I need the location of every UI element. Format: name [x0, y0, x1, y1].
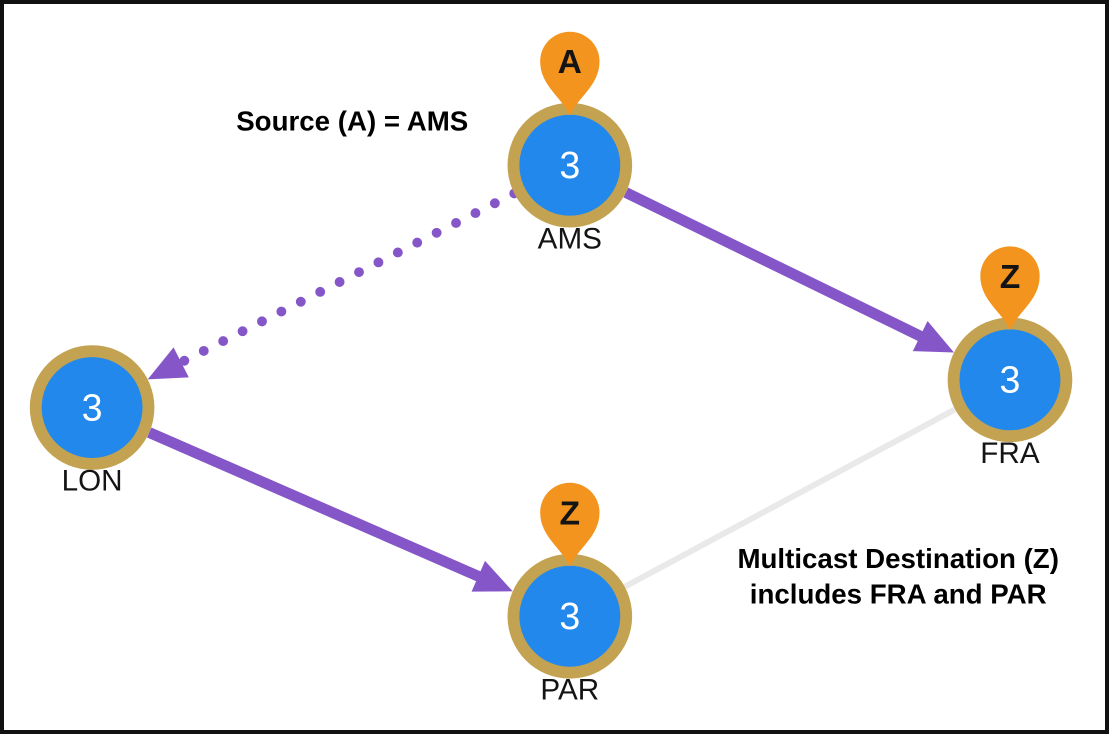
edge-LON-PAR — [147, 427, 513, 592]
edge-line-solid — [623, 406, 957, 590]
location-pin-icon — [540, 31, 600, 116]
edge-arrowhead-icon — [471, 560, 513, 592]
edge-line-solid — [147, 427, 484, 583]
annotation-destination-label: Multicast Destination (Z) includes FRA an… — [737, 543, 1059, 610]
annotation-line: Multicast Destination (Z) — [737, 543, 1059, 574]
node-value: 3 — [82, 386, 103, 428]
node-circle — [519, 114, 621, 216]
node-circle — [41, 357, 143, 458]
node-value: 3 — [559, 144, 580, 186]
node-label: LON — [62, 465, 123, 498]
location-pin-icon — [980, 246, 1040, 331]
node-label: PAR — [540, 673, 599, 706]
edge-AMS-LON — [147, 188, 520, 380]
edge-arrowhead-icon — [147, 347, 189, 380]
edge-AMS-FRA — [623, 187, 954, 353]
edge-line-dotted — [173, 188, 520, 369]
edge-PAR-FRA — [623, 406, 957, 590]
annotation-source-label: Source (A) = AMS — [236, 106, 468, 137]
pin-letter: Z — [1000, 259, 1021, 296]
node-label: AMS — [538, 222, 602, 255]
pin-letter: A — [558, 44, 582, 81]
node-circle — [519, 565, 621, 667]
annotation-line: Source (A) = AMS — [236, 106, 468, 137]
node-value: 3 — [559, 595, 580, 637]
node-label: FRA — [980, 437, 1040, 470]
edge-arrowhead-icon — [912, 320, 954, 353]
location-pin-icon — [540, 482, 600, 567]
node-circle — [959, 329, 1061, 431]
annotation-line: includes FRA and PAR — [750, 578, 1047, 609]
edge-line-solid — [623, 187, 926, 343]
pin-letter: Z — [560, 495, 581, 532]
node-value: 3 — [1000, 359, 1021, 401]
